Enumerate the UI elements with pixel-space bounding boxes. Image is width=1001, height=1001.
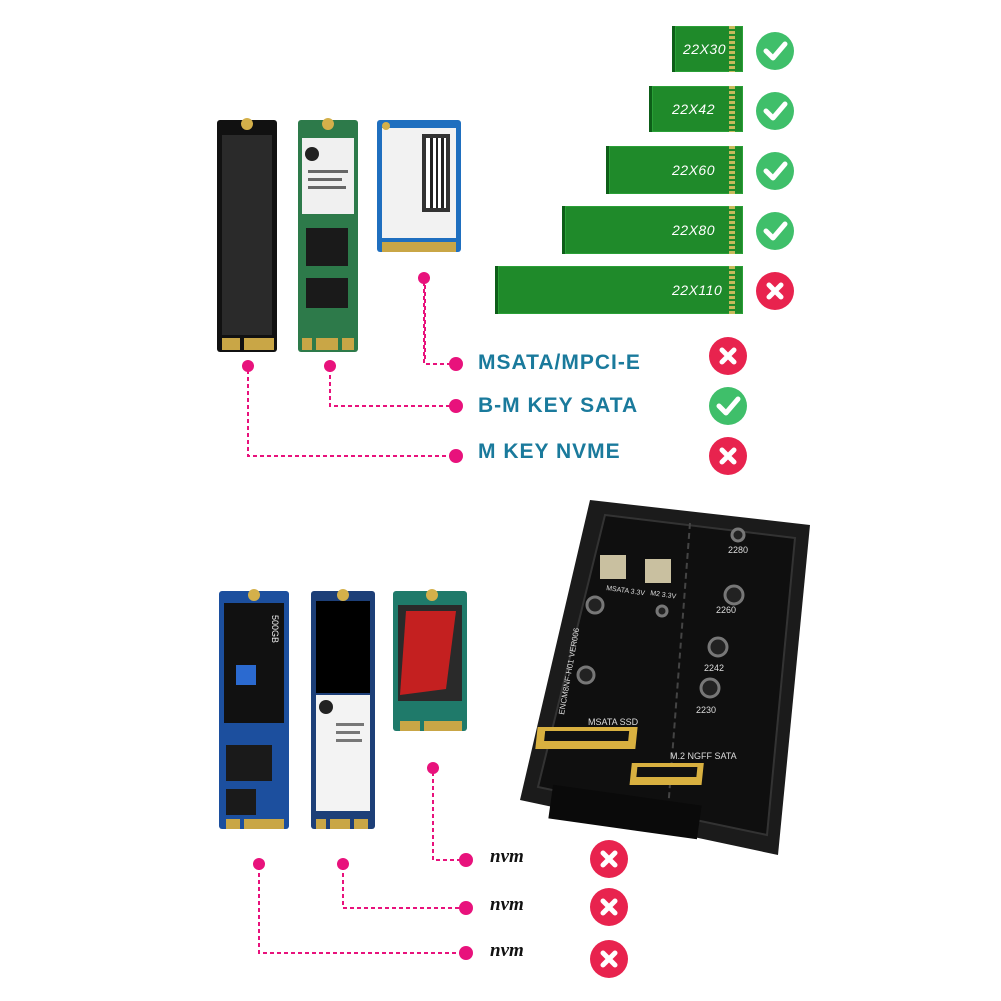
nvm-label: nvm [490, 846, 524, 867]
size-bar-22x60 [606, 146, 743, 194]
nvme-m-key-card [217, 118, 277, 352]
type-label-msata: MSATA/MPCI-E [478, 351, 641, 374]
top-ssd-illustrations [217, 118, 461, 360]
cross-icon [756, 272, 794, 310]
cross-icon [590, 940, 628, 978]
nvme-2242-card [393, 589, 467, 731]
cross-icon [590, 840, 628, 878]
type-label-m-nvme: M KEY NVME [478, 440, 621, 463]
slot-label-2260: 2260 [716, 605, 736, 615]
slot-label-2280: 2280 [728, 545, 748, 555]
bottom-ssd-illustrations: 500GB [219, 589, 467, 829]
nvme-white-card [311, 589, 375, 829]
cross-icon [590, 888, 628, 926]
size-bar-22x42 [649, 86, 743, 132]
cross-icon [709, 437, 747, 475]
size-bar-22x80 [562, 206, 743, 254]
adapter-board: 2280 2260 2242 2230 MSATA SSD M.2 NGFF S… [520, 500, 810, 855]
check-icon [709, 387, 747, 425]
size-bar-22x30 [672, 26, 743, 72]
nvm-label: nvm [490, 940, 524, 961]
sata-bm-key-card [298, 118, 358, 352]
msata-card [377, 120, 461, 252]
check-icon [756, 152, 794, 190]
check-icon [756, 212, 794, 250]
cross-icon [709, 337, 747, 375]
nvme-blue-card: 500GB [219, 589, 289, 829]
size-label: 22X60 [672, 162, 715, 178]
top-leader-lines [242, 272, 463, 463]
size-label: 22X30 [683, 41, 726, 57]
size-label: 22X80 [672, 222, 715, 238]
ngff-label: M.2 NGFF SATA [670, 751, 737, 761]
check-icon [756, 92, 794, 130]
size-label: 22X110 [672, 282, 723, 298]
rail-label-m2: M2 3.3V [650, 590, 677, 601]
slot-label-2230: 2230 [696, 705, 716, 715]
size-label: 22X42 [672, 101, 715, 117]
check-icon [756, 32, 794, 70]
nvm-label: nvm [490, 894, 524, 915]
type-label-bm-sata: B-M KEY SATA [478, 394, 639, 417]
msata-label: MSATA SSD [588, 717, 639, 727]
bottom-leader-lines [253, 762, 473, 960]
size-bar-22x110 [495, 266, 743, 314]
ssd-capacity-label: 500GB [270, 615, 280, 643]
slot-label-2242: 2242 [704, 663, 724, 673]
